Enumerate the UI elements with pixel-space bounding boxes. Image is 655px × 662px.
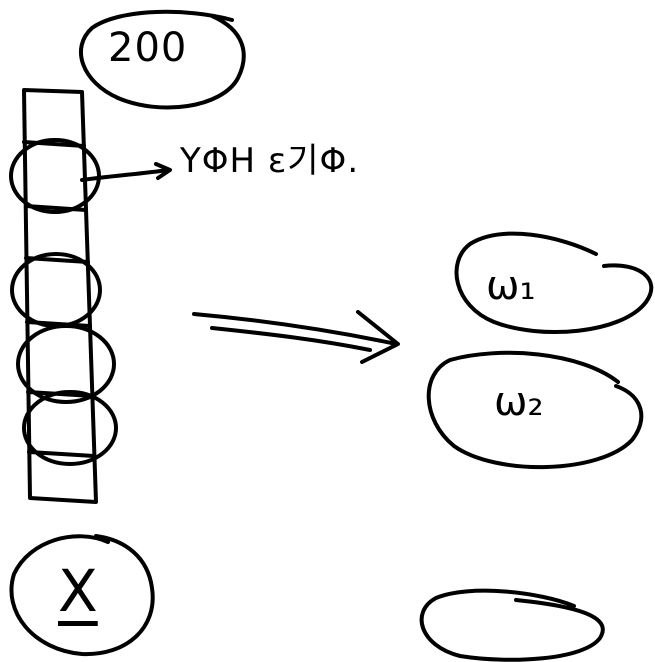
w1-label: ω₁ bbox=[486, 263, 536, 309]
empty-oval bbox=[419, 588, 605, 662]
w1-oval bbox=[454, 231, 654, 335]
column-cell-divider bbox=[27, 450, 96, 458]
x-oval bbox=[9, 534, 155, 657]
cell-circle bbox=[22, 390, 118, 466]
vertical-column bbox=[22, 88, 98, 504]
x-label: X bbox=[58, 557, 98, 625]
side-note-label: YΦH ε기Φ. bbox=[180, 141, 360, 181]
top-label: 200 bbox=[108, 25, 188, 71]
transform-arrow-head bbox=[356, 310, 400, 364]
cell-circle bbox=[16, 324, 116, 404]
w2-oval bbox=[426, 350, 644, 470]
annotation-arrow bbox=[80, 162, 172, 182]
w2-label: ω₂ bbox=[494, 379, 544, 425]
transform-arrow bbox=[210, 326, 372, 352]
top-oval bbox=[79, 9, 246, 110]
transform-arrow bbox=[192, 312, 398, 346]
